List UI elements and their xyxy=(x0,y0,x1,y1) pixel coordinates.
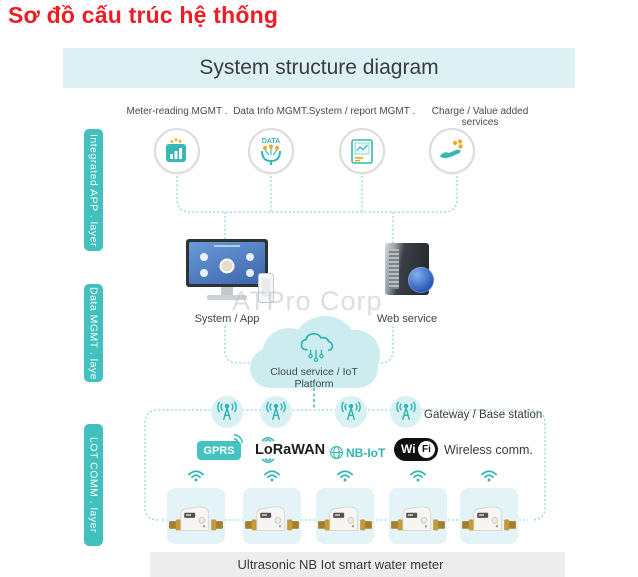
diagram-title-banner: System structure diagram xyxy=(63,48,575,88)
desktop-monitor xyxy=(186,239,268,287)
layer-label-integrated-app: Integrated APP . layer xyxy=(84,129,103,251)
nbiot-logo: NB-IoT xyxy=(346,446,386,460)
service-label-system-report: System / report MGMT . xyxy=(308,106,416,117)
cloud-label: Cloud service / IoT Platform xyxy=(270,366,358,390)
signal-icon xyxy=(233,433,244,444)
meters-caption: Ultrasonic NB Iot smart water meter xyxy=(237,557,444,572)
water-meter-icon xyxy=(167,488,225,544)
footer-banner: Ultrasonic NB Iot smart water meter xyxy=(150,552,565,577)
wifi-icon xyxy=(187,470,205,482)
antenna-icon xyxy=(335,396,367,428)
antenna-icon xyxy=(390,396,422,428)
service-circle-meter-reading xyxy=(154,128,200,174)
svg-text:DATA: DATA xyxy=(262,138,280,145)
cloud-iot-icon xyxy=(300,332,334,363)
antenna-icon xyxy=(260,396,292,428)
service-label-data-info: Data Info MGMT. xyxy=(233,106,309,117)
globe-icon xyxy=(408,267,434,293)
cloud-shape xyxy=(250,348,378,388)
water-meter-icon xyxy=(316,488,374,544)
monitor-stand xyxy=(221,287,233,295)
water-meter-icon xyxy=(460,488,518,544)
data-funnel-icon: DATA xyxy=(261,138,281,165)
lora-arcs-bottom-icon xyxy=(261,458,275,463)
hand-coins-icon xyxy=(440,139,463,159)
service-circle-system-report xyxy=(339,128,385,174)
system-app-label: System / App xyxy=(194,313,260,325)
service-label-charge-services: Charge / Value added services xyxy=(431,106,529,128)
wifi-icon xyxy=(263,470,281,482)
service-circle-data-info: DATA xyxy=(248,128,294,174)
monitor-base xyxy=(207,295,247,300)
wifi-logo-wi: Wi xyxy=(401,442,416,456)
bar-chart-icon xyxy=(166,138,186,162)
gateway-label: Gateway / Base station xyxy=(424,409,543,421)
wifi-icon xyxy=(409,470,427,482)
gprs-badge: GPRS xyxy=(197,441,241,460)
report-icon xyxy=(351,139,373,164)
wifi-logo-fi: Fi xyxy=(418,441,435,458)
layer-label-data-mgmt: Data MGMT . laye xyxy=(84,284,103,382)
wifi-icon xyxy=(480,470,498,482)
layer-label-lot-comm: LOT COMM . layer xyxy=(84,424,103,546)
server-vents xyxy=(389,249,399,289)
diagram-title: System structure diagram xyxy=(199,56,439,79)
monitor-screen xyxy=(189,242,265,284)
wireless-comm-label: Wireless comm. xyxy=(444,443,533,457)
water-meter-icon xyxy=(389,488,447,544)
page-title: Sơ đồ cấu trúc hệ thống xyxy=(8,2,279,28)
nbiot-globe-icon xyxy=(330,446,343,459)
lorawan-logo: LoRaWAN xyxy=(255,442,326,458)
wifi-logo: Wi Fi xyxy=(394,438,438,461)
antenna-icon xyxy=(211,396,243,428)
service-label-meter-reading: Meter-reading MGMT . xyxy=(126,106,228,117)
smartphone xyxy=(258,273,274,303)
web-service-label: Web service xyxy=(376,313,438,325)
service-circle-charge-services xyxy=(429,128,475,174)
water-meter-icon xyxy=(243,488,301,544)
lora-arcs-top-icon xyxy=(261,437,275,442)
wifi-icon xyxy=(336,470,354,482)
